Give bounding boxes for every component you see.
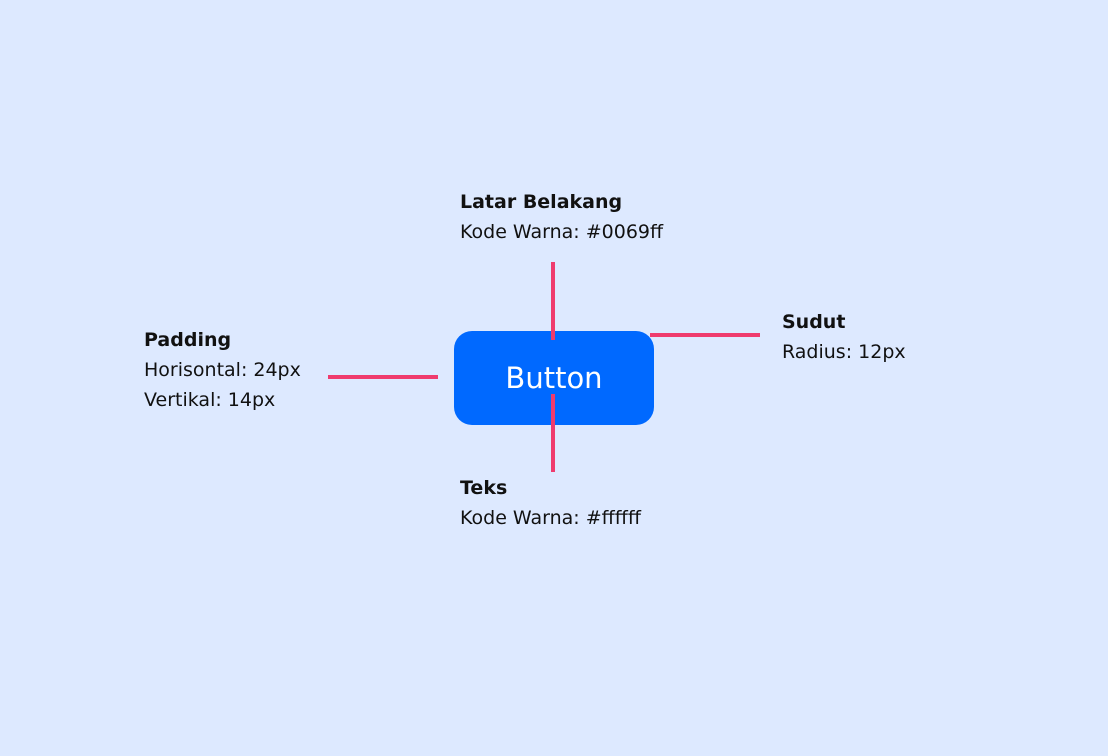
- corner-annotation-title: Sudut: [782, 311, 846, 333]
- background-color-code: Kode Warna: #0069ff: [460, 221, 664, 243]
- padding-annotation-title: Padding: [144, 329, 232, 351]
- text-color-code: Kode Warna: #ffffff: [460, 507, 641, 529]
- text-annotation-title: Teks: [460, 477, 508, 499]
- padding-connector-line: [328, 375, 438, 379]
- padding-vertical: Vertikal: 14px: [144, 389, 276, 411]
- corner-annotation: Sudut Radius: 12px: [782, 307, 906, 367]
- background-connector-line: [551, 262, 555, 340]
- text-annotation: Teks Kode Warna: #ffffff: [460, 473, 641, 533]
- text-connector-line: [551, 394, 555, 472]
- background-annotation: Latar Belakang Kode Warna: #0069ff: [460, 187, 663, 247]
- padding-horizontal: Horisontal: 24px: [144, 359, 301, 381]
- padding-annotation: Padding Horisontal: 24px Vertikal: 14px: [144, 325, 301, 415]
- background-annotation-title: Latar Belakang: [460, 191, 623, 213]
- corner-radius: Radius: 12px: [782, 341, 906, 363]
- corner-connector-line: [650, 333, 760, 337]
